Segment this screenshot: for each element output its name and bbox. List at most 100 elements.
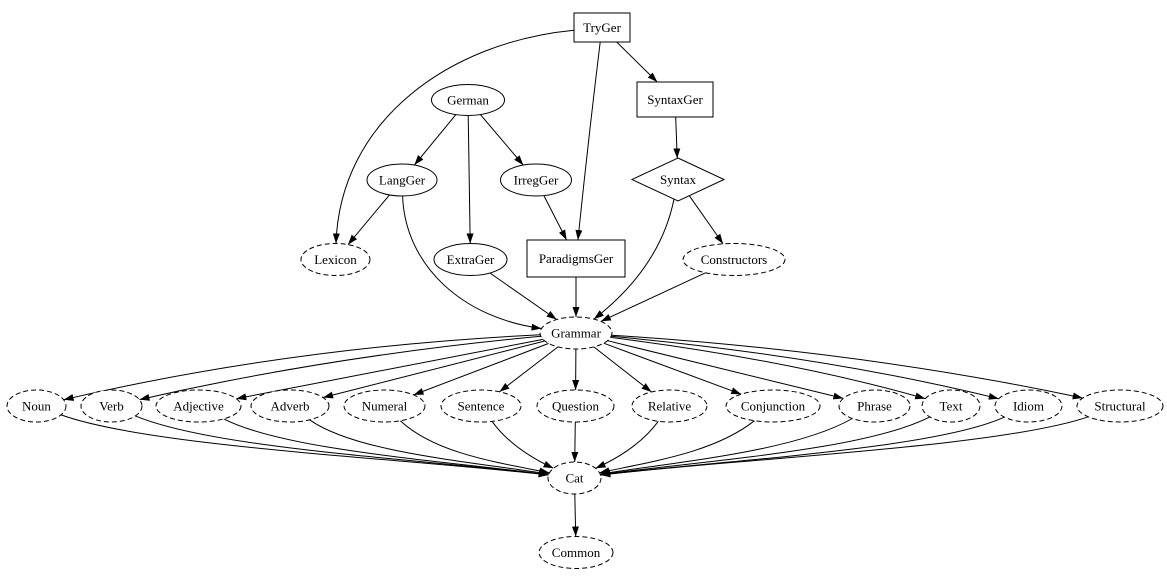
node-label-Lexicon: Lexicon bbox=[314, 252, 357, 267]
edge-Text-Cat bbox=[600, 416, 930, 477]
node-label-Structural: Structural bbox=[1094, 399, 1146, 414]
node-label-Sentence: Sentence bbox=[458, 399, 505, 414]
node-LangGer: LangGer bbox=[366, 163, 438, 197]
edge-Grammar-Noun bbox=[63, 334, 541, 401]
node-Common: Common bbox=[538, 536, 614, 569]
edge-Grammar-Phrase bbox=[607, 340, 844, 400]
edge-Syntax-Grammar bbox=[593, 199, 675, 320]
edge-Grammar-Relative bbox=[593, 346, 652, 393]
node-label-Text: Text bbox=[940, 399, 963, 414]
ellipse-outline bbox=[547, 461, 602, 495]
edge-Adjective-Cat bbox=[223, 418, 549, 477]
edge-German-LangGer bbox=[414, 114, 457, 166]
edge-LangGer-Grammar bbox=[402, 195, 542, 331]
node-label-Grammar: Grammar bbox=[551, 326, 601, 341]
edge-Conjunction-Cat bbox=[599, 420, 755, 475]
node-Adjective: Adjective bbox=[155, 389, 242, 423]
node-Noun: Noun bbox=[6, 389, 67, 423]
ellipse-outline bbox=[250, 389, 330, 423]
node-German: German bbox=[431, 84, 505, 116]
node-label-Adjective: Adjective bbox=[173, 399, 224, 414]
node-Conjunction: Conjunction bbox=[725, 389, 821, 423]
edge-Grammar-Adjective bbox=[236, 338, 544, 401]
edge-Noun-Cat bbox=[60, 414, 549, 478]
node-ParadigmsGer: ParadigmsGer bbox=[526, 239, 626, 278]
box-outline bbox=[573, 12, 631, 43]
edge-German-IrregGer bbox=[480, 114, 524, 166]
node-Syntax: Syntax bbox=[630, 157, 726, 202]
edge-Grammar-Structural bbox=[611, 334, 1083, 400]
node-Phrase: Phrase bbox=[838, 389, 911, 423]
edge-Grammar-Adverb bbox=[322, 340, 545, 399]
node-label-Noun: Noun bbox=[22, 399, 51, 414]
ellipse-outline bbox=[631, 389, 708, 423]
ellipse-outline bbox=[155, 389, 242, 423]
ellipse-outline bbox=[500, 163, 572, 197]
edges-layer bbox=[60, 29, 1089, 537]
node-Text: Text bbox=[921, 389, 981, 423]
node-SyntaxGer: SyntaxGer bbox=[636, 81, 714, 118]
node-TryGer: TryGer bbox=[573, 12, 631, 43]
node-Relative: Relative bbox=[631, 389, 708, 423]
node-IrregGer: IrregGer bbox=[500, 163, 572, 197]
node-label-Idiom: Idiom bbox=[1013, 399, 1044, 414]
box-outline bbox=[636, 81, 714, 118]
node-label-IrregGer: IrregGer bbox=[514, 173, 559, 188]
ellipse-outline bbox=[538, 536, 614, 569]
edge-Relative-Cat bbox=[595, 421, 659, 469]
edge-TryGer-Lexicon bbox=[332, 29, 575, 244]
edge-Syntax-Constructors bbox=[688, 195, 724, 245]
edge-SyntaxGer-Syntax bbox=[673, 116, 681, 159]
ellipse-outline bbox=[682, 243, 786, 276]
node-label-Common: Common bbox=[552, 545, 601, 560]
node-label-LangGer: LangGer bbox=[379, 173, 426, 188]
ellipse-outline bbox=[431, 84, 505, 116]
edge-Grammar-Sentence bbox=[499, 346, 559, 393]
node-label-Constructors: Constructors bbox=[701, 252, 767, 267]
node-label-Adverb: Adverb bbox=[271, 399, 310, 414]
ellipse-outline bbox=[366, 163, 438, 197]
edge-ExtraGer-Grammar bbox=[489, 272, 557, 320]
edge-Grammar-Idiom bbox=[611, 335, 999, 400]
node-Structural: Structural bbox=[1076, 389, 1164, 423]
edge-Grammar-Numeral bbox=[413, 342, 549, 396]
node-label-Phrase: Phrase bbox=[857, 399, 892, 414]
edge-Grammar-Text bbox=[610, 336, 926, 400]
ellipse-outline bbox=[6, 389, 67, 423]
edge-Phrase-Cat bbox=[600, 418, 853, 476]
node-label-Verb: Verb bbox=[99, 399, 124, 414]
node-Adverb: Adverb bbox=[250, 389, 330, 423]
node-label-Syntax: Syntax bbox=[660, 172, 697, 187]
box-outline bbox=[526, 239, 626, 278]
node-Numeral: Numeral bbox=[343, 389, 426, 423]
ellipse-outline bbox=[536, 389, 615, 423]
node-Grammar: Grammar bbox=[539, 316, 613, 350]
edge-TryGer-SyntaxGer bbox=[616, 41, 658, 83]
node-label-SyntaxGer: SyntaxGer bbox=[647, 92, 703, 107]
ellipse-outline bbox=[725, 389, 821, 423]
edge-IrregGer-ParadigmsGer bbox=[543, 195, 568, 241]
node-Constructors: Constructors bbox=[682, 243, 786, 276]
edge-LangGer-Lexicon bbox=[347, 194, 390, 245]
ellipse-outline bbox=[433, 243, 508, 276]
edge-Cat-Common bbox=[571, 493, 579, 537]
edge-Grammar-Conjunction bbox=[603, 342, 742, 395]
ellipse-outline bbox=[838, 389, 911, 423]
node-label-Numeral: Numeral bbox=[362, 399, 408, 414]
node-label-Cat: Cat bbox=[565, 471, 583, 486]
ellipse-outline bbox=[343, 389, 426, 423]
node-label-ExtraGer: ExtraGer bbox=[447, 252, 495, 267]
ellipse-outline bbox=[921, 389, 981, 423]
edge-Verb-Cat bbox=[135, 415, 549, 478]
ellipse-outline bbox=[539, 316, 613, 350]
ellipse-outline bbox=[994, 389, 1063, 423]
ellipse-outline bbox=[300, 243, 371, 276]
edge-Idiom-Cat bbox=[600, 416, 1005, 478]
edge-Sentence-Cat bbox=[491, 421, 554, 469]
edge-Constructors-Grammar bbox=[600, 272, 706, 322]
node-label-ParadigmsGer: ParadigmsGer bbox=[539, 251, 614, 266]
node-label-TryGer: TryGer bbox=[583, 20, 621, 35]
